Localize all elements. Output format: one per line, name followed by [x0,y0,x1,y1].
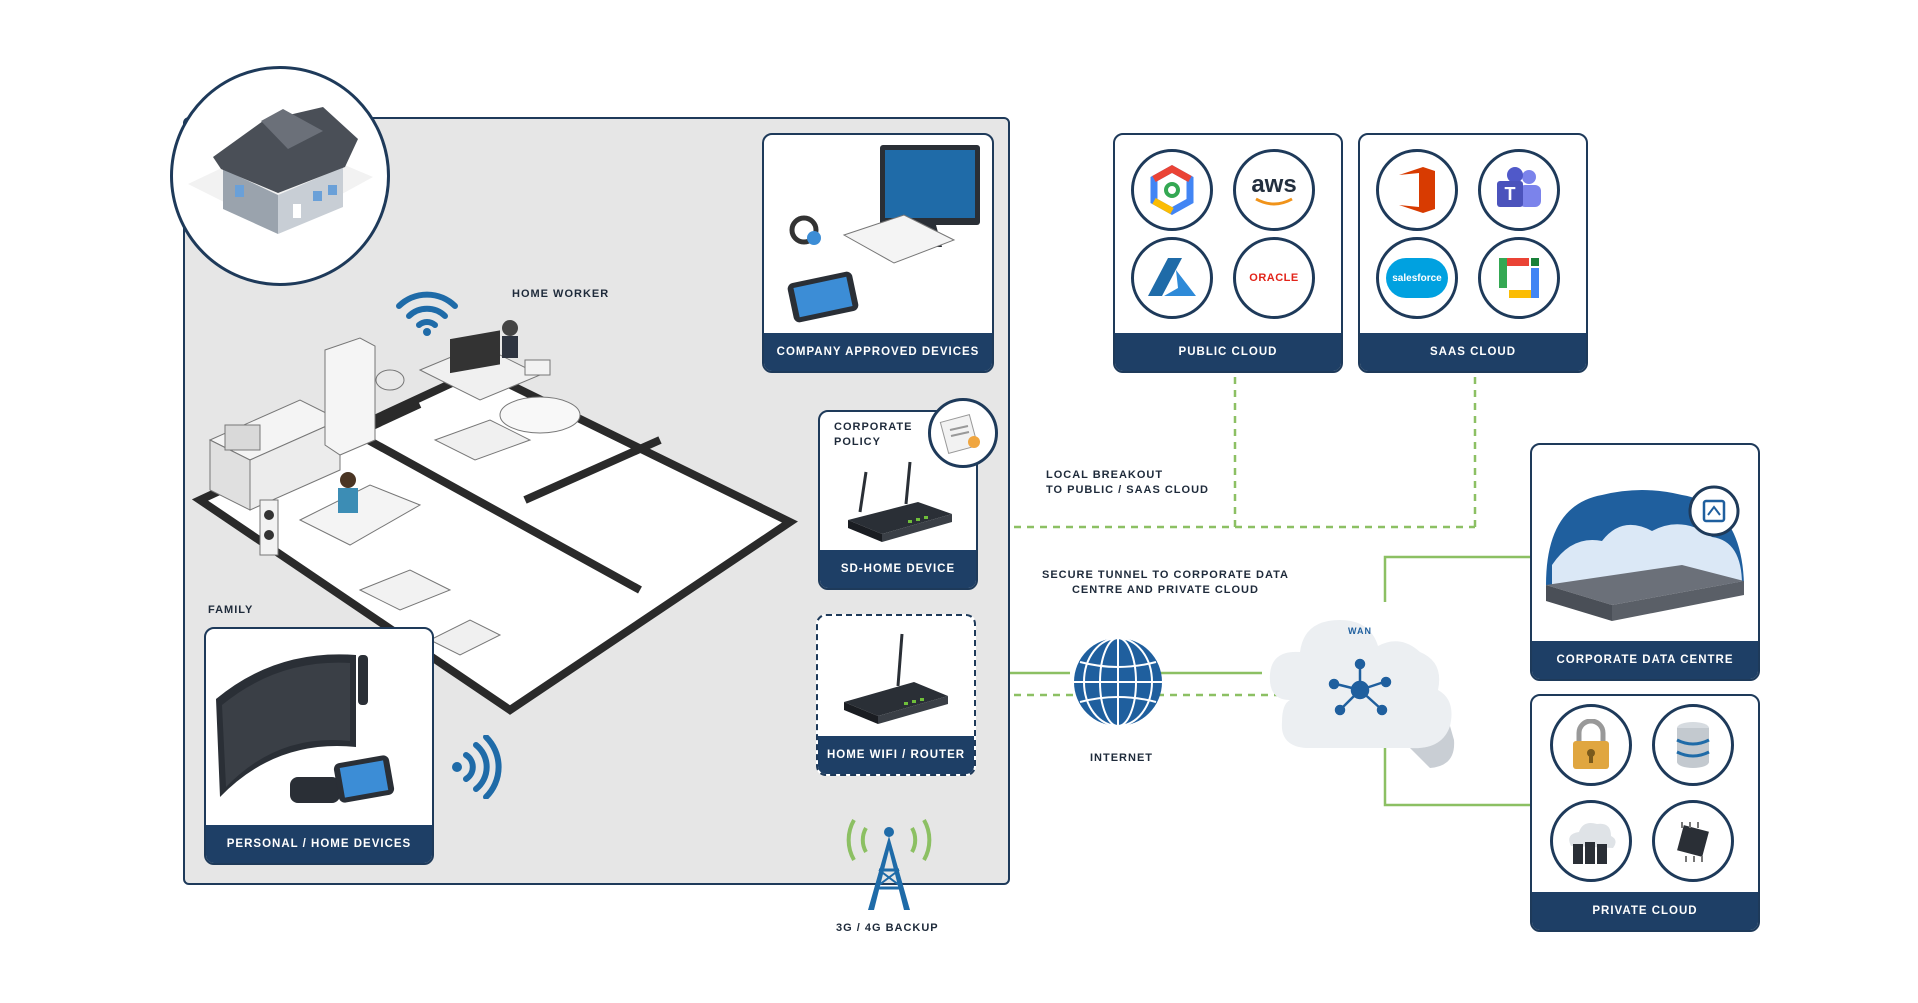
family-label: FAMILY [208,604,254,616]
devices-illustration [787,145,980,323]
salesforce-logo: salesforce [1376,237,1458,319]
sd-home-router-icon [848,461,952,542]
home-router-label: HOME WIFI / ROUTER [818,736,974,774]
backup-label: 3G / 4G BACKUP [836,922,939,934]
google-workspace-icon [1499,258,1539,298]
server-cloud-icon [1569,823,1616,864]
corporate-dc-label: CORPORATE DATA CENTRE [1532,641,1758,679]
cell-tower-icon [846,819,932,910]
data-centre-illustration [1546,485,1744,621]
oracle-text: ORACLE [1249,272,1299,284]
globe-icon [1074,637,1162,727]
sd-home-label: SD-HOME DEVICE [820,550,976,588]
wifi-icon-side [452,735,502,799]
google-workspace-logo [1478,237,1560,319]
private-cloud-box[interactable]: PRIVATE CLOUD [1530,694,1760,932]
home-router-icon [844,633,948,724]
certificate-icon [939,414,980,454]
public-cloud-box[interactable]: aws ORACLE PUBLIC CLOUD [1113,133,1343,373]
corporate-dc-box[interactable]: CORPORATE DATA CENTRE [1530,443,1760,681]
database-icon [1676,722,1710,768]
lock-logo [1550,704,1632,786]
chip-logo [1652,800,1734,882]
private-cloud-label: PRIVATE CLOUD [1532,892,1758,930]
public-cloud-label: PUBLIC CLOUD [1115,333,1341,371]
house-icon [188,107,373,234]
office-icon [1399,167,1435,213]
azure-icon [1148,258,1196,296]
internet-label: INTERNET [1090,752,1153,764]
aws-text: aws [1251,171,1297,198]
chip-icon [1677,822,1709,862]
personal-devices-box[interactable]: PERSONAL / HOME DEVICES [204,627,434,865]
teams-icon: T [1497,167,1541,207]
salesforce-text: salesforce [1392,272,1442,284]
office-logo [1376,149,1458,231]
sd-home-box[interactable]: CORPORATE POLICY SD-HOME DEVICE [818,410,978,590]
home-worker-label: HOME WORKER [512,288,610,300]
wifi-icon [396,291,458,336]
aws-smile-icon [1255,197,1293,206]
home-router-box[interactable]: HOME WIFI / ROUTER [816,614,976,776]
corporate-policy-label: CORPORATE POLICY [834,421,913,448]
house-badge [170,66,390,286]
personal-devices-label: PERSONAL / HOME DEVICES [206,825,432,863]
google-cloud-logo [1131,149,1213,231]
database-logo [1652,704,1734,786]
company-devices-box[interactable]: COMPANY APPROVED DEVICES [762,133,994,373]
azure-logo [1131,237,1213,319]
secure-tunnel-label: SECURE TUNNEL TO CORPORATE DATA CENTRE A… [1042,569,1289,596]
local-breakout-label: LOCAL BREAKOUT TO PUBLIC / SAAS CLOUD [1046,469,1209,496]
floor-plan-illustration [191,320,798,715]
wan-label: WAN [1348,626,1372,636]
teams-logo: T [1478,149,1560,231]
salesforce-cloud-shape: salesforce [1386,258,1448,298]
oracle-logo: ORACLE [1233,237,1315,319]
company-devices-label: COMPANY APPROVED DEVICES [764,333,992,371]
aws-logo: aws [1233,149,1315,231]
personal-devices-illustration [216,654,395,803]
wan-cloud-icon [1269,620,1455,768]
google-cloud-icon [1150,165,1194,215]
saas-cloud-label: SAAS CLOUD [1360,333,1586,371]
server-cloud-logo [1550,800,1632,882]
policy-certificate-badge [928,398,998,468]
svg-text:T: T [1505,184,1516,204]
saas-cloud-box[interactable]: T salesforce SAAS CLOUD [1358,133,1588,373]
lock-icon [1573,719,1609,769]
